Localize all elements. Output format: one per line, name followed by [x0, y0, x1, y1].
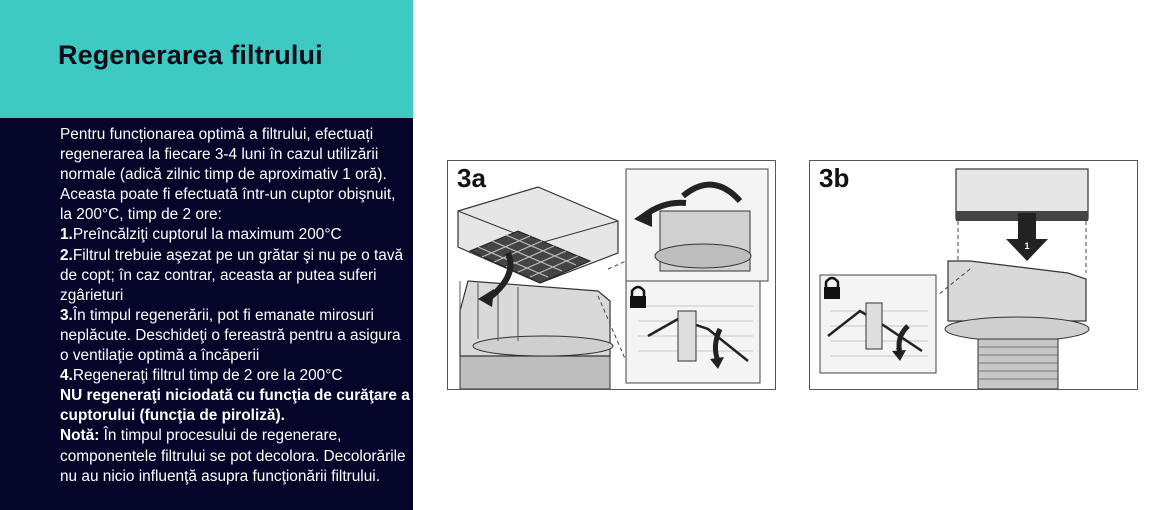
note-paragraph: Notă: În timpul procesului de regenerare… [60, 426, 410, 486]
step-text: Preîncălziţi cuptorul la maximum 200°C [72, 226, 342, 244]
instructions-text: Pentru funcționarea optimă a filtrului, … [60, 125, 410, 487]
instructions-panel: Pentru funcționarea optimă a filtrului, … [0, 118, 413, 510]
arrow-icon [892, 350, 906, 361]
intro-paragraph: Pentru funcționarea optimă a filtrului, … [60, 126, 396, 224]
arrow-icon [1006, 213, 1048, 261]
base-block [459, 355, 611, 389]
filter-housing [947, 260, 1087, 322]
housing-ring [472, 335, 614, 357]
arrow-icon [478, 289, 494, 307]
arrow-icon [710, 357, 724, 369]
clip-tab [865, 302, 883, 350]
warning-text: NU regeneraţi niciodată cu funcţia de cu… [60, 387, 410, 425]
step-1: 1.Preîncălziţi cuptorul la maximum 200°C [60, 225, 410, 245]
step-number: 4. [60, 367, 73, 385]
step-text: Filtrul trebuie aşezat pe un grătar şi n… [60, 246, 404, 304]
step-number: 1. [60, 226, 73, 244]
pipe-ribs [978, 346, 1058, 380]
housing-ring [944, 316, 1090, 342]
arrow-number: 1 [1024, 241, 1029, 251]
housing-ribs [459, 281, 519, 341]
header-band: Regenerarea filtrului [0, 0, 413, 118]
step-text: Regeneraţi filtrul timp de 2 ore la 200°… [72, 367, 343, 385]
filter-box [955, 168, 1089, 220]
step-4: 4.Regeneraţi filtrul timp de 2 ore la 20… [60, 366, 410, 386]
note-label: Notă: [60, 427, 100, 445]
page-title: Regenerarea filtrului [58, 40, 323, 70]
figure-label: 3b [819, 163, 850, 193]
step-number: 3. [60, 306, 73, 324]
figure-3b: 1 2 3b [809, 160, 1138, 390]
figure-label: 3a [457, 163, 486, 193]
figure-3a-illustration [457, 168, 769, 389]
arrow-icon [634, 207, 652, 227]
clip-tab [677, 310, 697, 362]
step-2: 2.Filtrul trebuie aşezat pe un grătar şi… [60, 246, 410, 306]
step-number: 2. [60, 246, 73, 264]
step-3: 3.În timpul regenerării, pot fi emanate … [60, 306, 410, 366]
arrow-icon [896, 324, 910, 354]
lock-icon [630, 285, 646, 308]
note-text: În timpul procesului de regenerare, comp… [60, 427, 406, 485]
guide-lines [597, 260, 627, 362]
arrow-icon [681, 181, 743, 204]
figure-3b-illustration: 1 2 [819, 168, 1090, 389]
lock-icon [824, 276, 840, 299]
figure-3a: 3a [447, 160, 776, 390]
arrow-number: 2 [895, 346, 900, 356]
step-text: În timpul regenerării, pot fi emanate mi… [60, 306, 401, 365]
inset-ring [654, 243, 752, 269]
